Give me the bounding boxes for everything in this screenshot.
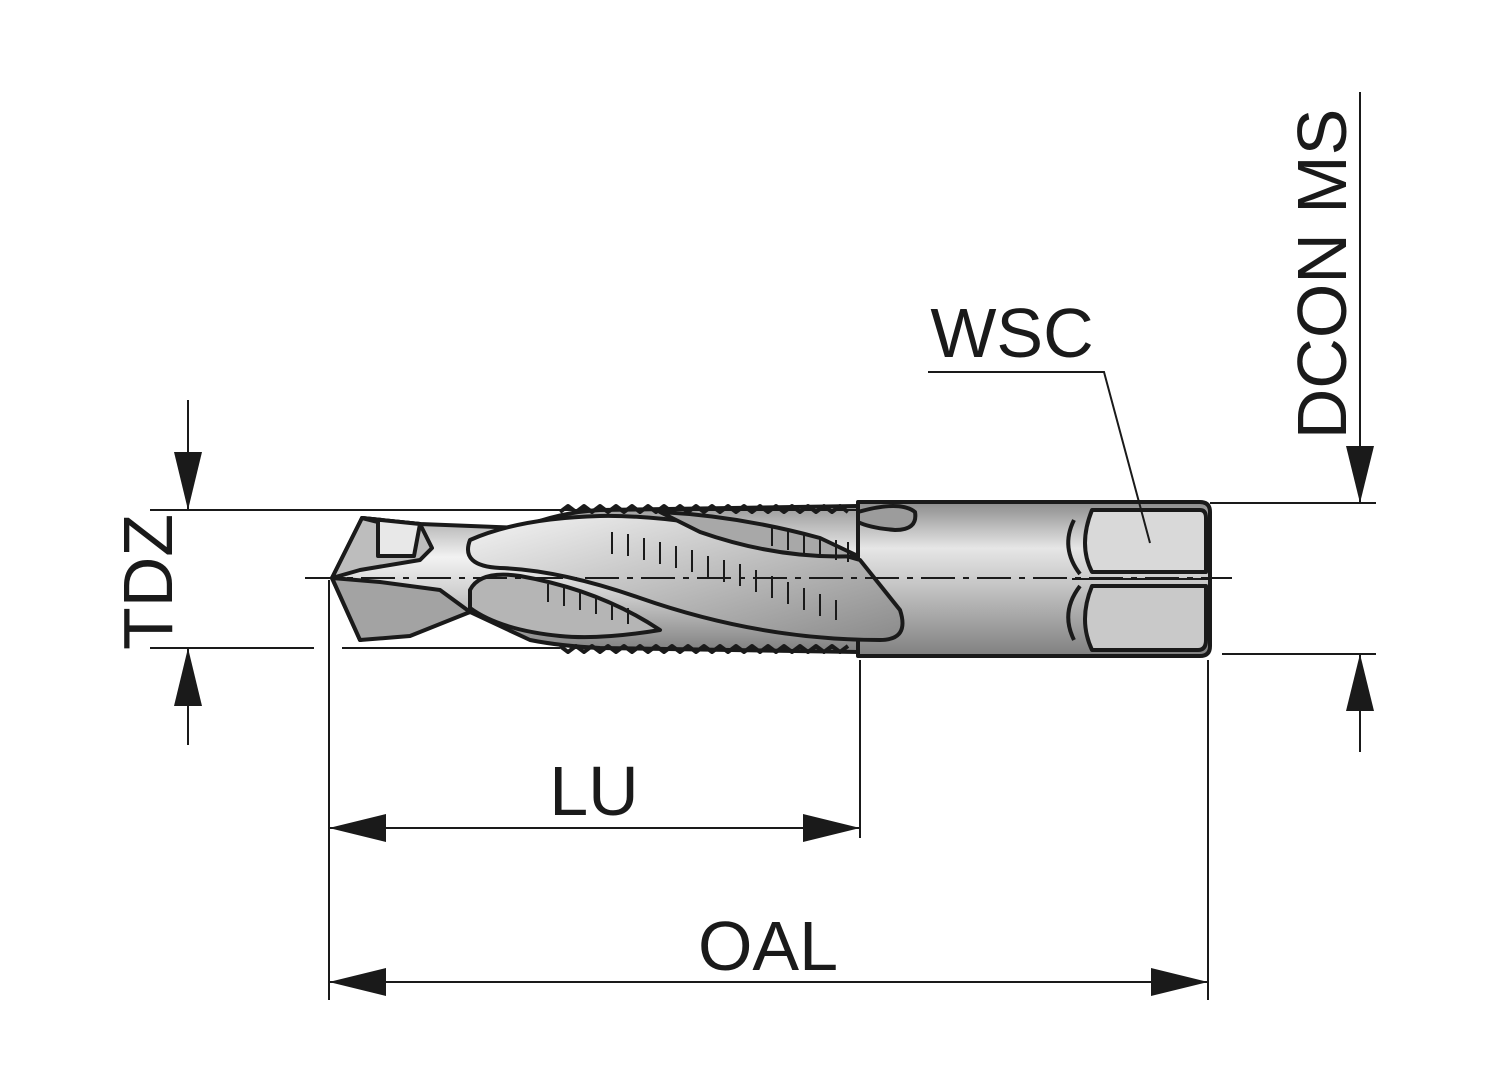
lu-label: LU xyxy=(549,752,638,830)
dcon-arrow-bottom xyxy=(1346,654,1374,711)
thread-serrations xyxy=(547,526,849,624)
square-drive-upper xyxy=(1083,508,1208,574)
oal-label: OAL xyxy=(698,907,838,985)
wsc-label: WSC xyxy=(930,294,1093,372)
thread-teeth-top xyxy=(558,504,850,514)
lu-arrow-left xyxy=(329,814,386,842)
oal-arrow-left xyxy=(329,968,386,996)
wsc-callout: WSC xyxy=(928,294,1151,544)
tdz-arrow-top xyxy=(174,452,202,510)
flute-2 xyxy=(658,510,860,559)
dcon-dimension: DCON MS xyxy=(1210,92,1376,752)
lu-arrow-right xyxy=(803,814,860,842)
square-drive-lower xyxy=(1083,584,1208,652)
oal-arrow-right xyxy=(1151,968,1208,996)
dcon-label: DCON MS xyxy=(1283,109,1361,440)
tdz-dimension: TDZ xyxy=(109,400,858,745)
tdz-arrow-bottom xyxy=(174,648,202,706)
drill-point-lower xyxy=(330,576,472,642)
thread-teeth-bottom xyxy=(558,644,850,654)
lu-dimension: LU xyxy=(328,580,861,1000)
tdz-label: TDZ xyxy=(109,514,187,650)
oal-dimension: OAL xyxy=(329,660,1209,1000)
dcon-arrow-top xyxy=(1346,446,1374,503)
shank-flute-top xyxy=(856,504,918,532)
